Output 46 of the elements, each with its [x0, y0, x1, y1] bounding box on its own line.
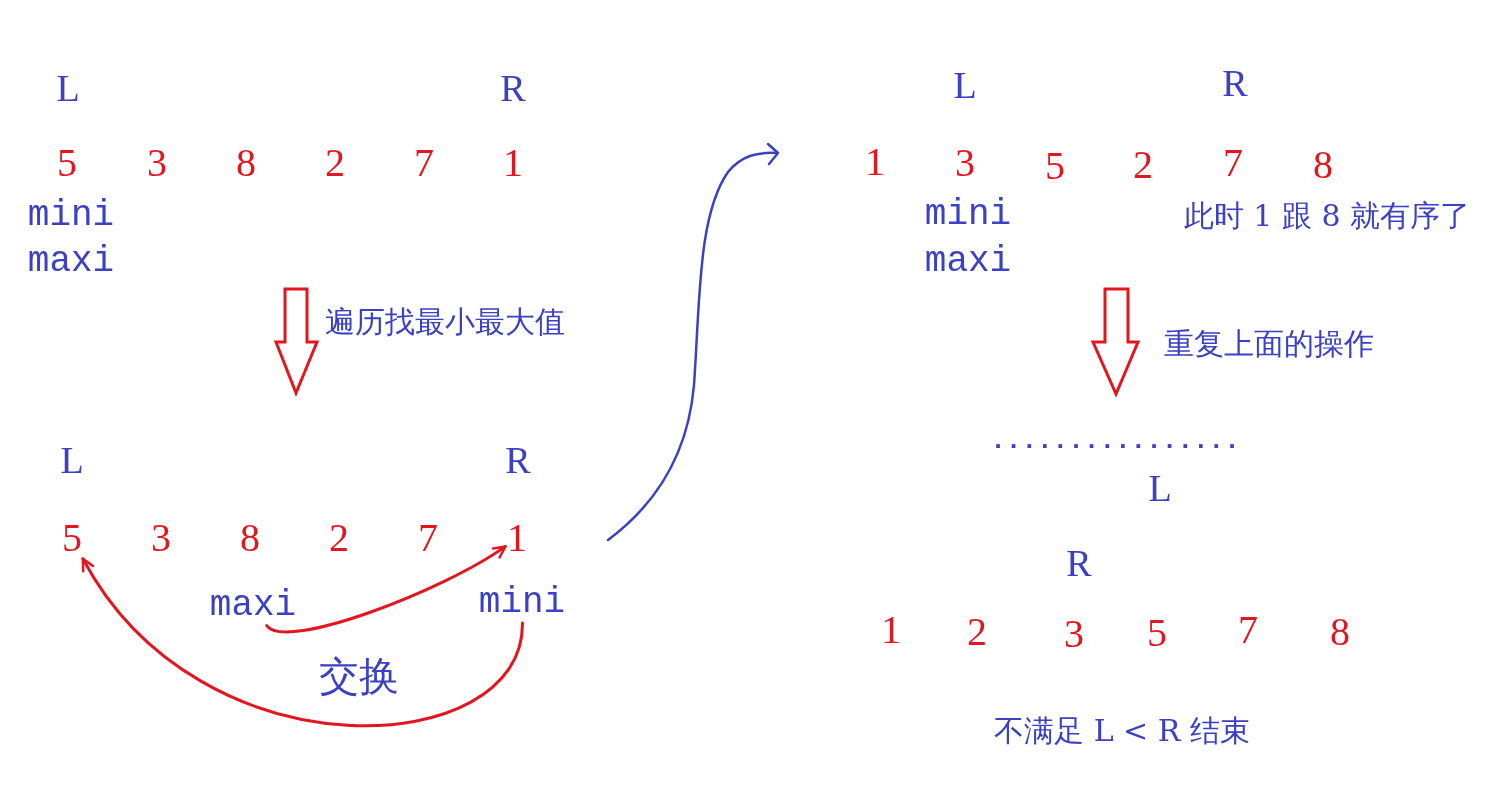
number: 7 — [1223, 143, 1243, 183]
variable-name: maxi — [924, 244, 1012, 280]
note-text: 遍历找最小最大值 — [325, 307, 565, 337]
index-letter: L — [60, 441, 84, 479]
number: 5 — [1045, 146, 1065, 186]
note-text: 交换 — [319, 656, 399, 696]
number: 7 — [418, 518, 438, 558]
number: 3 — [955, 143, 975, 183]
number: 5 — [57, 143, 77, 183]
index-letter: L — [953, 66, 977, 104]
number: 8 — [236, 143, 256, 183]
variable-name: maxi — [209, 588, 297, 624]
index-letter: R — [500, 69, 526, 107]
number: 3 — [147, 143, 167, 183]
number: 2 — [325, 143, 345, 183]
number: 2 — [967, 612, 987, 652]
number: 8 — [240, 518, 260, 558]
variable-name: mini — [924, 197, 1012, 233]
number: 1 — [507, 518, 527, 558]
number: 5 — [1147, 613, 1167, 653]
number: 1 — [503, 143, 523, 183]
number: 7 — [414, 143, 434, 183]
index-letter: R — [505, 441, 531, 479]
swap-arrow — [265, 544, 507, 634]
note-text: 不满足 L < R 结束 — [994, 716, 1250, 746]
number: 3 — [1064, 614, 1084, 654]
index-letter: R — [1222, 64, 1248, 102]
variable-name: maxi — [27, 244, 115, 280]
number: 2 — [1133, 145, 1153, 185]
note-text: 重复上面的操作 — [1164, 329, 1374, 359]
number: 3 — [151, 518, 171, 558]
number: 8 — [1313, 145, 1333, 185]
index-letter: R — [1066, 544, 1092, 582]
number: 2 — [329, 518, 349, 558]
index-letter: L — [1148, 469, 1172, 507]
number: 1 — [881, 610, 901, 650]
variable-name: mini — [478, 585, 566, 621]
swap-arrow — [81, 557, 524, 727]
number: 5 — [62, 518, 82, 558]
number: 1 — [865, 142, 885, 182]
note-text: 此时 1 跟 8 就有序了 — [1183, 201, 1471, 231]
number: 8 — [1330, 612, 1350, 652]
index-letter: L — [56, 69, 80, 107]
ellipsis-dots: ................ — [990, 428, 1240, 454]
variable-name: mini — [27, 198, 115, 234]
number: 7 — [1238, 610, 1258, 650]
